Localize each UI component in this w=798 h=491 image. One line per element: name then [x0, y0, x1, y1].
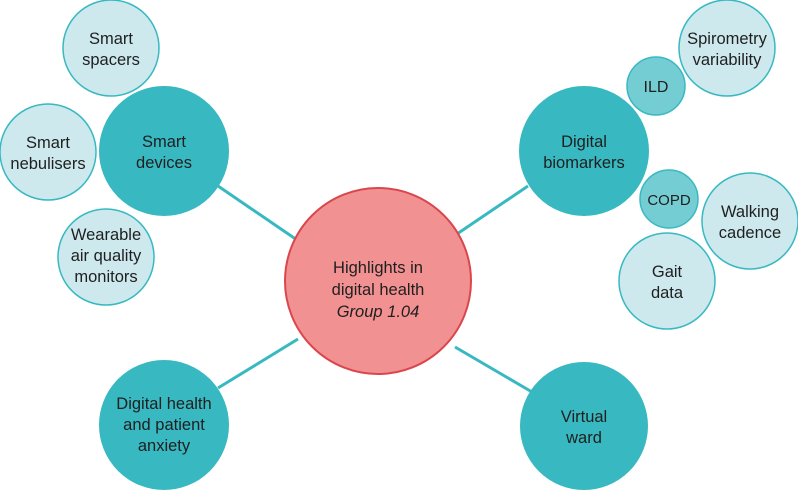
node-ild-label: ILD [644, 79, 669, 96]
node-smart-spacers: Smart spacers [62, 0, 160, 97]
node-copd-label: COPD [647, 192, 691, 209]
node-walking-cadence: Walking cadence [701, 172, 798, 270]
connector-digital-biomarkers [453, 184, 529, 238]
node-spirometry-variability-line2: variability [693, 51, 763, 69]
connectors [217, 184, 533, 394]
node-wearable-monitors-line2: air quality [71, 247, 142, 265]
node-digital-biomarkers: Digital biomarkers [519, 86, 649, 216]
node-smart-devices-circle [99, 86, 229, 216]
node-smart-nebulisers-circle [0, 103, 97, 201]
node-virtual-ward: Virtual ward [520, 362, 648, 490]
node-gait-data-circle [618, 232, 716, 330]
node-spirometry-variability-circle [678, 0, 776, 97]
node-walking-cadence-circle [701, 172, 798, 270]
center-title-line2: digital health [332, 281, 425, 299]
node-virtual-ward-circle [520, 362, 648, 490]
node-ild: ILD [626, 56, 686, 116]
node-smart-nebulisers-line1: Smart [26, 134, 70, 152]
node-digital-health-anxiety-line3: anxiety [138, 437, 191, 455]
connector-virtual-ward [454, 345, 533, 394]
node-smart-spacers-line2: spacers [82, 51, 140, 69]
node-gait-data-line2: data [651, 284, 684, 302]
connector-smart-devices [217, 184, 301, 244]
node-copd: COPD [639, 169, 699, 229]
node-walking-cadence-line1: Walking [721, 203, 779, 221]
node-virtual-ward-line1: Virtual [561, 408, 607, 426]
node-wearable-monitors-line3: monitors [74, 268, 137, 286]
node-digital-biomarkers-circle [519, 86, 649, 216]
node-digital-health-anxiety-line1: Digital health [116, 395, 211, 413]
node-spirometry-variability: Spirometry variability [678, 0, 776, 97]
node-smart-nebulisers-line2: nebulisers [10, 155, 85, 173]
node-wearable-monitors-line1: Wearable [71, 226, 141, 244]
node-digital-health-anxiety: Digital health and patient anxiety [99, 360, 229, 490]
node-digital-biomarkers-line1: Digital [561, 133, 607, 151]
node-smart-spacers-line1: Smart [89, 30, 133, 48]
node-digital-health-anxiety-circle [99, 360, 229, 490]
node-smart-devices-line1: Smart [142, 133, 186, 151]
node-smart-nebulisers: Smart nebulisers [0, 103, 97, 201]
center-subtitle: Group 1.04 [337, 303, 420, 321]
center-node: Highlights in digital health Group 1.04 [284, 187, 472, 375]
node-gait-data-line1: Gait [652, 263, 683, 281]
node-smart-devices: Smart devices [99, 86, 229, 216]
node-smart-spacers-circle [62, 0, 160, 97]
node-gait-data: Gait data [618, 232, 716, 330]
connector-digital-health-anxiety [217, 337, 299, 390]
node-smart-devices-line2: devices [136, 154, 192, 172]
node-spirometry-variability-line1: Spirometry [687, 30, 768, 48]
center-title-line1: Highlights in [333, 259, 423, 277]
center-circle [284, 187, 472, 375]
node-digital-health-anxiety-line2: and patient [123, 416, 205, 434]
node-copd-circle [639, 169, 699, 229]
node-digital-biomarkers-line2: biomarkers [543, 154, 625, 172]
node-walking-cadence-line2: cadence [719, 224, 781, 242]
node-wearable-monitors: Wearable air quality monitors [57, 208, 155, 306]
node-ild-circle [626, 56, 686, 116]
node-virtual-ward-line2: ward [565, 429, 602, 447]
node-wearable-monitors-circle [57, 208, 155, 306]
